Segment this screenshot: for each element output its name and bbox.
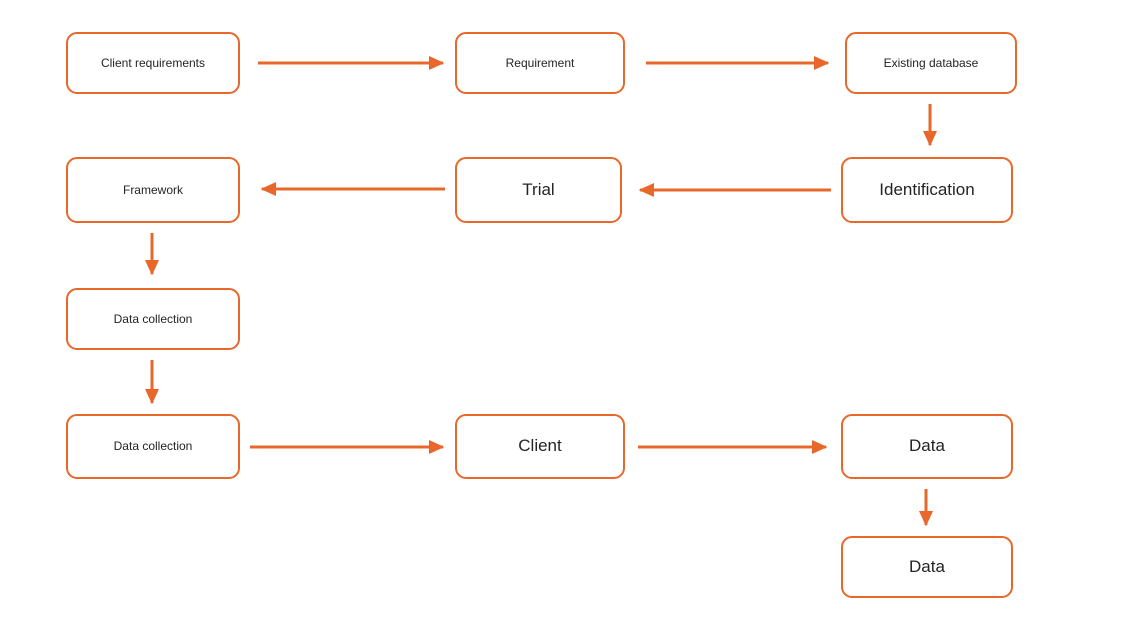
node-trial[interactable]: Trial xyxy=(455,157,622,223)
node-label: Data collection xyxy=(113,311,193,326)
node-label: Data xyxy=(909,436,945,456)
node-label: Data xyxy=(909,556,945,576)
node-label: Identification xyxy=(879,179,975,199)
node-label: Existing database xyxy=(883,55,979,70)
node-framework[interactable]: Framework xyxy=(66,157,240,223)
node-client-requirements[interactable]: Client requirements xyxy=(66,32,240,94)
node-existing-database[interactable]: Existing database xyxy=(845,32,1017,94)
node-label: Data collection xyxy=(113,439,193,454)
node-data-1[interactable]: Data xyxy=(841,414,1013,479)
node-label: Client requirements xyxy=(100,55,206,70)
node-client[interactable]: Client xyxy=(455,414,625,479)
node-label: Client xyxy=(518,436,562,456)
node-data-collection-1[interactable]: Data collection xyxy=(66,288,240,350)
node-data-2[interactable]: Data xyxy=(841,536,1013,598)
node-requirement[interactable]: Requirement xyxy=(455,32,625,94)
node-label: Requirement xyxy=(505,55,575,70)
node-label: Framework xyxy=(122,182,183,197)
node-data-collection-2[interactable]: Data collection xyxy=(66,414,240,479)
node-label: Trial xyxy=(522,179,555,199)
node-identification[interactable]: Identification xyxy=(841,157,1013,223)
